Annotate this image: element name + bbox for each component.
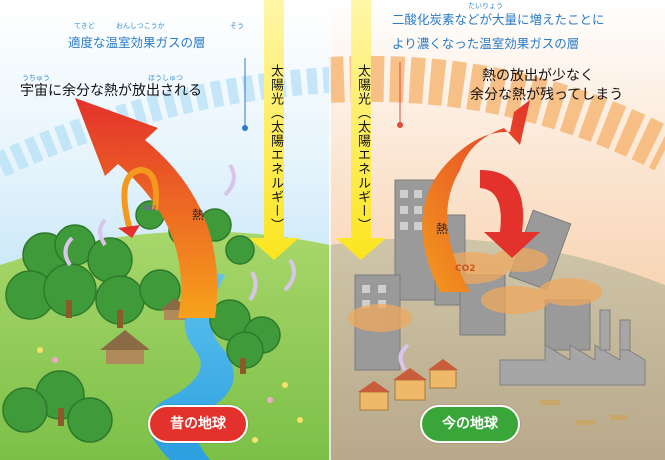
right-headline-line1: 二酸化炭素などが大量に増えたことに bbox=[392, 12, 605, 27]
right-co2-label: CO2 bbox=[455, 264, 476, 274]
left-co2-label: CO2 bbox=[143, 205, 157, 212]
headline-ruby-tairyou: たいりょう bbox=[468, 2, 503, 10]
current-earth-badge: 今の地球 bbox=[420, 405, 520, 443]
right-sunlight-label: 太陽光（太陽エネルギー） bbox=[355, 64, 370, 232]
sunlight-arrow-left bbox=[249, 0, 299, 260]
left-layer-caption: 適度な温室効果ガスの層 bbox=[68, 35, 206, 50]
forest bbox=[2, 200, 281, 443]
space-ruby-uchuu: うちゅう bbox=[22, 74, 50, 82]
right-headline-line2: より濃くなった温室効果ガスの層 bbox=[392, 36, 580, 51]
layer-ruby-tekido: てきど bbox=[74, 22, 95, 30]
layer-ruby-sou: そう bbox=[230, 22, 244, 30]
left-sunlight-label: 太陽光（太陽エネルギー） bbox=[268, 64, 283, 232]
space-ruby-houshutsu: ほうしゅつ bbox=[148, 74, 183, 82]
left-space-caption: 宇宙に余分な熱が放出される bbox=[20, 83, 202, 99]
right-heat-caption-line1: 熱の放出が少なく bbox=[482, 68, 594, 84]
old-earth-badge: 昔の地球 bbox=[148, 405, 248, 443]
sunlight-arrow-right bbox=[336, 0, 386, 260]
right-heat-label: 熱 bbox=[436, 222, 449, 236]
right-heat-caption-line2: 余分な熱が残ってしまう bbox=[470, 87, 624, 103]
heat-arrow-left bbox=[75, 98, 218, 318]
left-heat-label: 熱 bbox=[192, 208, 205, 222]
layer-ruby-onshitsukouka: おんしつこうか bbox=[116, 22, 165, 30]
